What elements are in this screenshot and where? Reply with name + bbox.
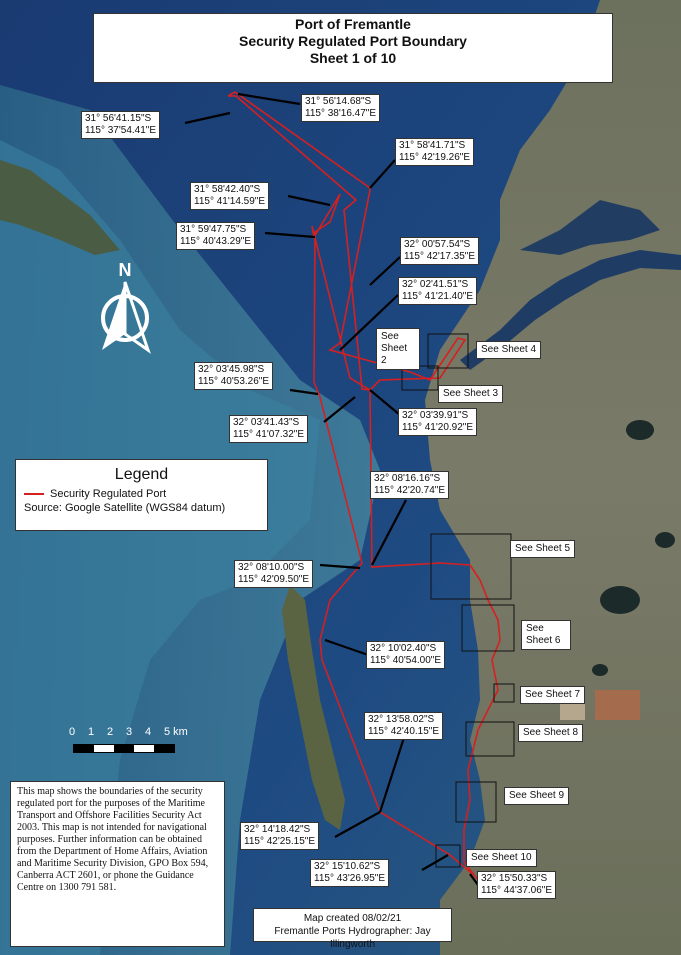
map-title: Port of Fremantle [295,16,411,32]
scale-label: 1 [88,726,95,738]
see-sheet-2[interactable]: See Sheet 2 [376,328,420,370]
legend: Legend Security Regulated Port Source: G… [15,459,268,531]
legend-title: Legend [114,466,169,483]
disclaimer-note: This map shows the boundaries of the sec… [10,781,225,947]
map-credit: Map created 08/02/21 Fremantle Ports Hyd… [253,908,452,950]
see-sheet-10[interactable]: See Sheet 10 [466,849,537,867]
scale-bar-graphic [73,744,175,753]
see-sheet-9[interactable]: See Sheet 9 [504,787,570,805]
see-sheet-6[interactable]: See Sheet 6 [521,620,571,650]
see-sheet-4[interactable]: See Sheet 4 [476,341,542,359]
north-arrow-right-icon [123,281,151,354]
see-sheet-3[interactable]: See Sheet 3 [438,385,504,403]
hydrographer: Fremantle Ports Hydrographer: Jay Illing… [274,926,431,950]
legend-item-label: Security Regulated Port [50,488,167,500]
scale-label: 3 [126,726,133,738]
north-label: N [119,262,132,280]
legend-item: Security Regulated Port [24,488,259,500]
scale-label: 4 [145,726,152,738]
sheet-number: Sheet 1 of 10 [309,50,397,66]
scale-labels: 0 1 2 3 4 5 km [65,726,205,740]
north-arrow: N [92,260,158,358]
legend-source-text: Source: Google Satellite (WGS84 datum) [24,502,226,514]
creation-date: Map created 08/02/21 [303,913,402,924]
see-sheet-7[interactable]: See Sheet 7 [520,686,586,704]
map-title-box: Port of Fremantle Security Regulated Por… [93,13,613,83]
scale-label: 0 [69,726,76,738]
scale-label: 2 [107,726,114,738]
legend-source: Source: Google Satellite (WGS84 datum) [24,502,259,514]
boundary-line-icon [24,493,44,495]
see-sheet-5[interactable]: See Sheet 5 [510,540,576,558]
scale-bar: 0 1 2 3 4 5 km [65,726,205,760]
scale-label: 5 km [164,726,188,738]
see-sheet-8[interactable]: See Sheet 8 [518,724,584,742]
map-subtitle: Security Regulated Port Boundary [239,33,467,49]
compass-ring-icon [101,294,149,342]
